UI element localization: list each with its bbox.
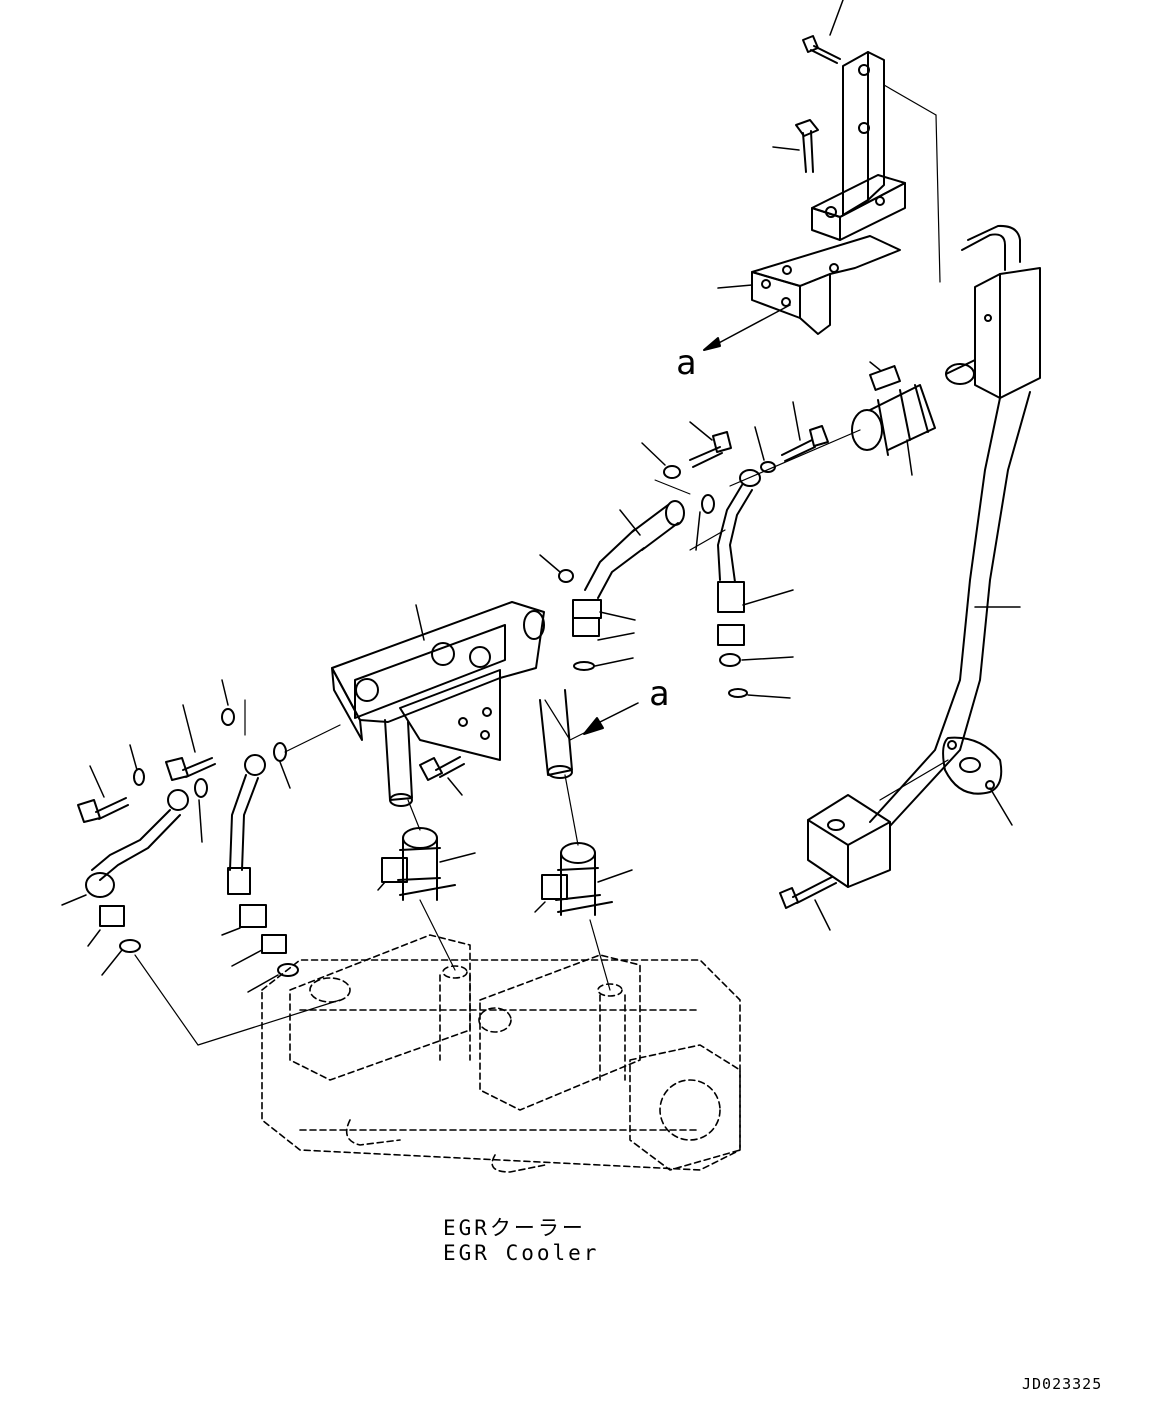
upper-hose [851,361,936,476]
reference-mark-a-middle: a [649,674,670,714]
caption-english: EGR Cooler [443,1241,600,1265]
hose-right-center [689,429,861,699]
lower-bracket [703,235,901,351]
banjo-bolts-upper [539,401,829,583]
caption-japanese: EGRクーラー [443,1216,586,1240]
bolt-manifold [419,756,465,796]
right-pipe-assembly [807,84,1041,888]
hose-center-upper [572,479,691,671]
hose-clamp-right [534,774,633,991]
hose-left-outer [61,789,341,1046]
hose-clamp-left [377,799,476,971]
bolt-upper-left [772,119,819,173]
hose-left-inner [221,754,299,993]
egr-cooler [261,934,741,1173]
bolt-top [802,0,844,64]
manifold-plate [331,601,639,807]
drawing-number: JD023325 [1022,1375,1103,1393]
banjo-bolts-left [77,679,341,843]
gasket [879,736,1013,826]
upper-bracket [811,51,906,241]
reference-mark-a-top: a [676,343,697,383]
bolt-lower-right [779,876,837,931]
